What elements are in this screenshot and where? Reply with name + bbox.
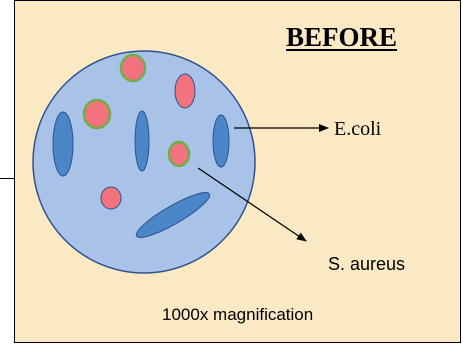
rod-bacterium bbox=[53, 112, 73, 176]
saureus-label: S. aureus bbox=[328, 254, 405, 275]
coccus-bacterium bbox=[169, 142, 189, 166]
diagram-title: BEFORE bbox=[286, 22, 397, 53]
rod-bacterium bbox=[135, 111, 149, 171]
pink-cell bbox=[101, 187, 121, 209]
coccus-bacterium bbox=[84, 100, 110, 128]
rod-bacterium bbox=[213, 115, 229, 167]
magnification-label: 1000x magnification bbox=[162, 305, 313, 325]
pink-cell bbox=[175, 74, 195, 108]
coccus-bacterium bbox=[121, 55, 145, 81]
ecoli-label: E.coli bbox=[334, 118, 381, 141]
